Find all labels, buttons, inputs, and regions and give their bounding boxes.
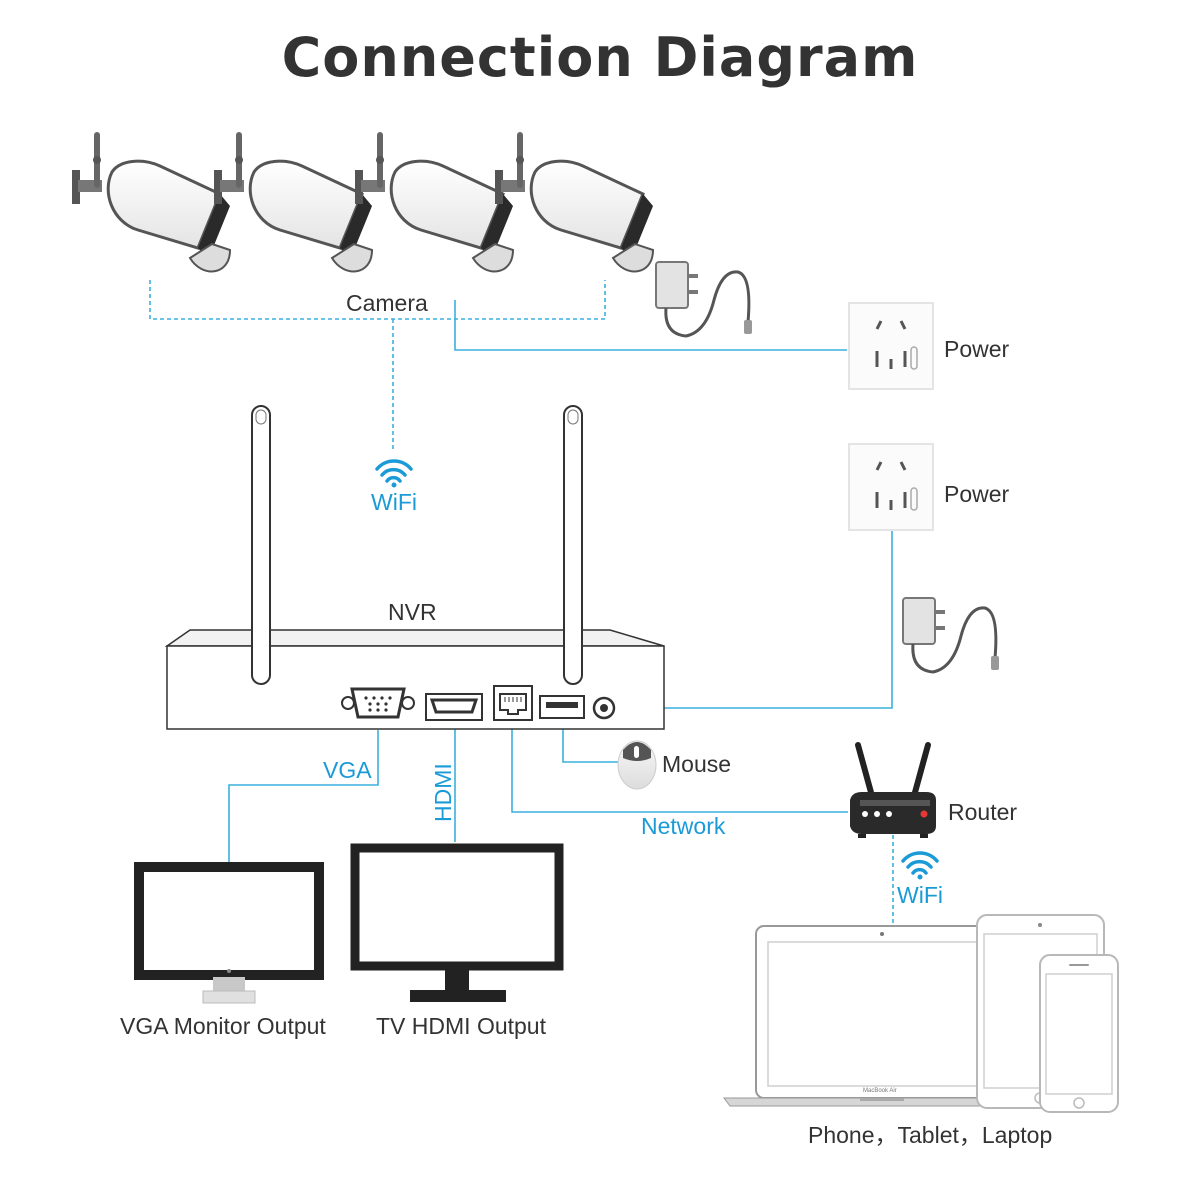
ethernet-port-icon	[493, 685, 533, 721]
vga-label: VGA	[323, 757, 372, 783]
devices-label: Phone，Tablet，Laptop	[808, 1122, 1053, 1148]
power-label: Power	[944, 481, 1010, 507]
tv-icon	[350, 843, 564, 1002]
connection-lines	[149, 280, 894, 925]
vga-output-label: VGA Monitor Output	[120, 1013, 326, 1039]
hdmi-port-icon	[425, 693, 483, 721]
network-label: Network	[641, 813, 726, 839]
tv-output-label: TV HDMI Output	[376, 1013, 546, 1039]
nvr-recorder-icon	[164, 405, 665, 730]
power-adapter-icon	[901, 596, 1001, 674]
hdmi-label: HDMI	[430, 763, 456, 822]
bullet-camera-icon	[212, 130, 374, 273]
nvr-label: NVR	[388, 599, 437, 625]
router-label: Router	[948, 799, 1018, 825]
camera-power-line	[454, 300, 847, 351]
power-label: Power	[944, 336, 1010, 362]
monitor-icon	[139, 867, 319, 1003]
nvr-power-line	[612, 530, 893, 709]
phone-icon	[1039, 954, 1119, 1113]
laptop-icon	[723, 925, 1041, 1107]
bullet-camera-icon	[493, 130, 655, 273]
page-title: Connection Diagram	[281, 26, 919, 89]
vga-line	[228, 730, 379, 862]
mouse-icon	[617, 740, 657, 790]
wall-socket-icon	[847, 442, 935, 532]
wifi-icon	[901, 851, 939, 880]
mouse-line	[562, 724, 620, 763]
wall-socket-icon	[847, 301, 935, 391]
power-adapter-icon	[654, 260, 754, 338]
camera-bracket-line	[149, 280, 606, 320]
bullet-camera-icon	[353, 130, 515, 273]
mouse-label: Mouse	[662, 751, 732, 777]
usb-port-icon	[539, 695, 585, 719]
wifi-icon	[375, 459, 413, 488]
router-icon	[850, 742, 936, 838]
power-jack-icon	[592, 696, 616, 720]
laptop-brand-label: MacBook Air	[863, 1088, 897, 1094]
network-line	[511, 724, 848, 813]
wifi-label: WiFi	[371, 489, 417, 515]
bullet-camera-icon	[70, 130, 232, 273]
wifi-label: WiFi	[897, 882, 943, 908]
vga-port-icon	[341, 687, 415, 719]
camera-label: Camera	[346, 290, 428, 316]
